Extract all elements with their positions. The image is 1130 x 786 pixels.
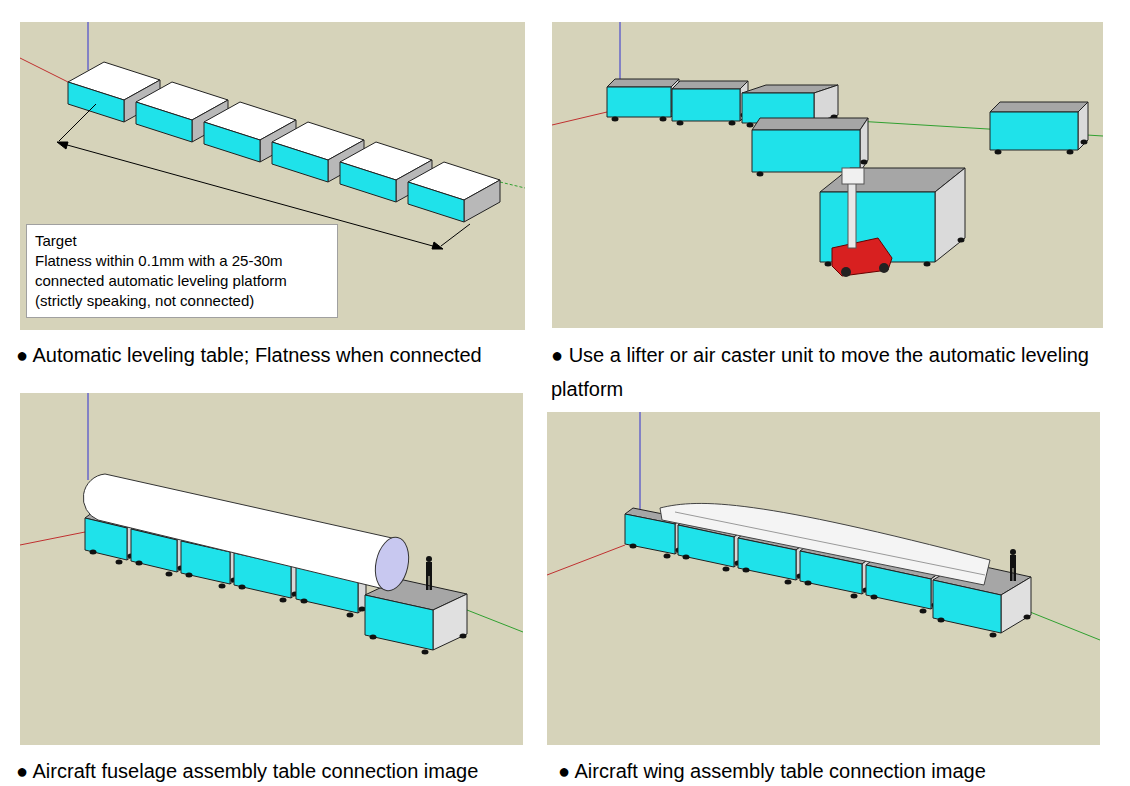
panel-caption: ● Automatic leveling table; Flatness whe… — [16, 338, 556, 372]
wing — [660, 503, 990, 585]
panel-ground — [547, 412, 1100, 745]
caster-wheel — [990, 633, 997, 638]
table-face — [672, 81, 748, 89]
caster-wheel — [166, 572, 173, 577]
caster-wheel — [958, 238, 965, 243]
table-face — [136, 102, 192, 142]
caster-wheel — [871, 595, 878, 600]
caster-wheel — [370, 635, 377, 640]
table-face — [935, 168, 965, 262]
person-figure — [426, 549, 1016, 590]
caster-wheel — [136, 561, 143, 566]
caster-wheel — [612, 117, 619, 122]
caster-wheel — [723, 567, 730, 572]
note-box: TargetFlatness within 0.1mm with a 25-30… — [26, 224, 338, 318]
table-face — [990, 112, 1078, 150]
pallet-lifter — [832, 168, 892, 277]
table-face — [1078, 102, 1088, 150]
table-face — [433, 594, 467, 650]
table-face — [68, 82, 124, 122]
caster-wheel — [938, 618, 945, 623]
note-heading: Target — [35, 231, 329, 251]
table-face — [464, 180, 500, 222]
table-face — [752, 118, 868, 130]
panel-ground — [20, 393, 523, 745]
table-face — [1001, 577, 1031, 633]
caster-wheel — [664, 554, 671, 559]
caster-wheel — [920, 609, 927, 614]
table-face — [814, 85, 838, 123]
caster-wheel — [757, 172, 764, 177]
table-face — [272, 142, 328, 182]
caster-wheel — [995, 150, 1002, 155]
caster-wheel — [347, 613, 354, 618]
table-face — [340, 162, 396, 202]
table-face — [990, 102, 1088, 112]
caster-wheel — [630, 544, 637, 549]
caster-wheel — [747, 123, 754, 128]
caster-wheel — [301, 599, 308, 604]
panel-caption: ● Aircraft wing assembly table connectio… — [558, 754, 1118, 786]
table-face — [672, 89, 740, 121]
caster-wheel — [743, 568, 750, 573]
table-face — [933, 580, 1001, 633]
table-face — [204, 122, 260, 162]
caster-wheel — [683, 555, 690, 560]
fuselage — [83, 474, 413, 594]
table-face — [860, 118, 868, 172]
caster-wheel — [924, 262, 931, 267]
caster-wheel — [359, 607, 366, 612]
table-face — [408, 182, 464, 222]
caster-wheel — [729, 121, 736, 126]
table-face — [752, 130, 860, 172]
caster-wheel — [677, 121, 684, 126]
note-text: Flatness within 0.1mm with a 25-30m conn… — [35, 251, 329, 311]
caster-wheel — [1024, 615, 1031, 620]
caster-wheel — [422, 650, 429, 655]
caster-wheel — [785, 580, 792, 585]
caster-wheel — [1067, 150, 1074, 155]
caster-wheel — [280, 598, 287, 603]
caster-wheel — [219, 584, 226, 589]
panel-ground — [20, 22, 525, 330]
caster-wheel — [861, 160, 868, 165]
caster-wheel — [116, 560, 123, 565]
caster-wheel — [660, 117, 667, 122]
axes — [20, 22, 1103, 640]
caster-wheel — [460, 634, 467, 639]
table-face — [607, 79, 679, 87]
caster-wheel — [1081, 140, 1088, 145]
caster-wheel — [825, 262, 832, 267]
caster-wheel — [239, 585, 246, 590]
panel-caption: ● Use a lifter or air caster unit to mov… — [551, 338, 1111, 406]
table-face — [607, 87, 671, 117]
table-face — [365, 595, 433, 650]
panel-ground — [552, 22, 1103, 328]
caster-wheel — [90, 550, 97, 555]
caster-wheel — [805, 581, 812, 586]
caster-wheel — [186, 573, 193, 578]
caster-wheel — [851, 594, 858, 599]
panel-caption: ● Aircraft fuselage assembly table conne… — [16, 754, 556, 786]
